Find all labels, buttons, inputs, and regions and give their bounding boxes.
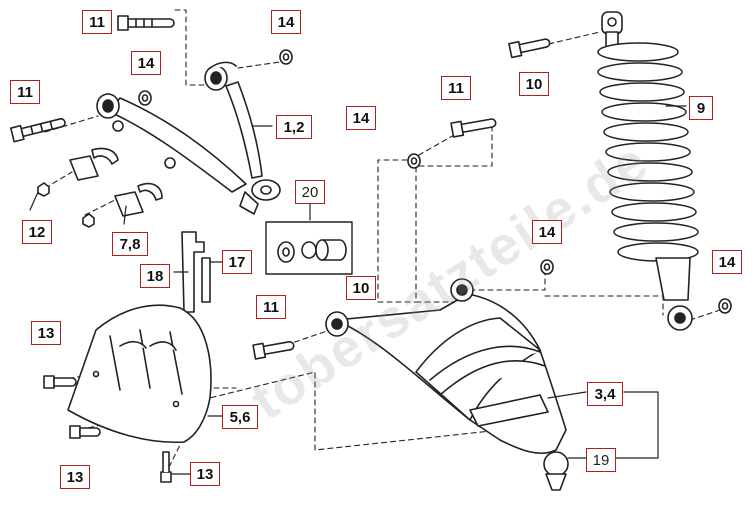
bolt-left: [9, 118, 66, 143]
label-14-mid-nut: 14: [346, 106, 376, 130]
label-13-guard-bolt-b: 13: [60, 465, 90, 489]
label-14-right-nut: 14: [532, 220, 562, 244]
bolt-guard-c: [160, 451, 172, 483]
label-14-upper-arm-nut: 14: [131, 51, 161, 75]
bolt-guard-a: [43, 375, 77, 389]
label-20-bushing-kit: 20: [295, 180, 325, 204]
skid-guard: [67, 304, 212, 444]
leader-lines: [29, 105, 687, 475]
label-14-shock-nut: 14: [712, 250, 742, 274]
label-13-guard-bolt-a: 13: [31, 321, 61, 345]
bolt-mid: [450, 118, 497, 138]
upper-control-arm: [96, 61, 281, 215]
shock-absorber: [597, 11, 699, 331]
label-10-top-bolt: 10: [519, 72, 549, 96]
label-17-pin: 17: [222, 250, 252, 274]
bolt-right-top: [508, 38, 551, 59]
label-9-shock: 9: [689, 96, 713, 120]
bushing-kit: [265, 221, 353, 275]
label-18-pin: 18: [140, 264, 170, 288]
bolt-guard-b: [69, 425, 101, 439]
label-1-2-upper-arm: 1,2: [276, 115, 312, 139]
label-11-low-bolt: 11: [256, 295, 286, 319]
pins: [181, 231, 211, 313]
label-19-ball-joint: 19: [586, 448, 616, 472]
label-5-6-skid-guard: 5,6: [222, 405, 258, 429]
label-14-top-nut: 14: [271, 10, 301, 34]
label-10-low-bolt: 10: [346, 276, 376, 300]
camber-brackets: [69, 147, 163, 217]
label-11-mid-bolt: 11: [441, 76, 471, 100]
bolt-low: [252, 341, 295, 360]
bolt-top: [117, 15, 175, 31]
label-13-guard-bolt-c: 13: [190, 462, 220, 486]
label-12-nut: 12: [22, 220, 52, 244]
label-7-8-bracket: 7,8: [112, 232, 148, 256]
label-3-4-lower-arm: 3,4: [587, 382, 623, 406]
lower-control-arm: [325, 278, 569, 491]
nuts: [37, 49, 732, 314]
label-11-left-bolt: 11: [10, 80, 40, 104]
label-11-top-bolt: 11: [82, 10, 112, 34]
